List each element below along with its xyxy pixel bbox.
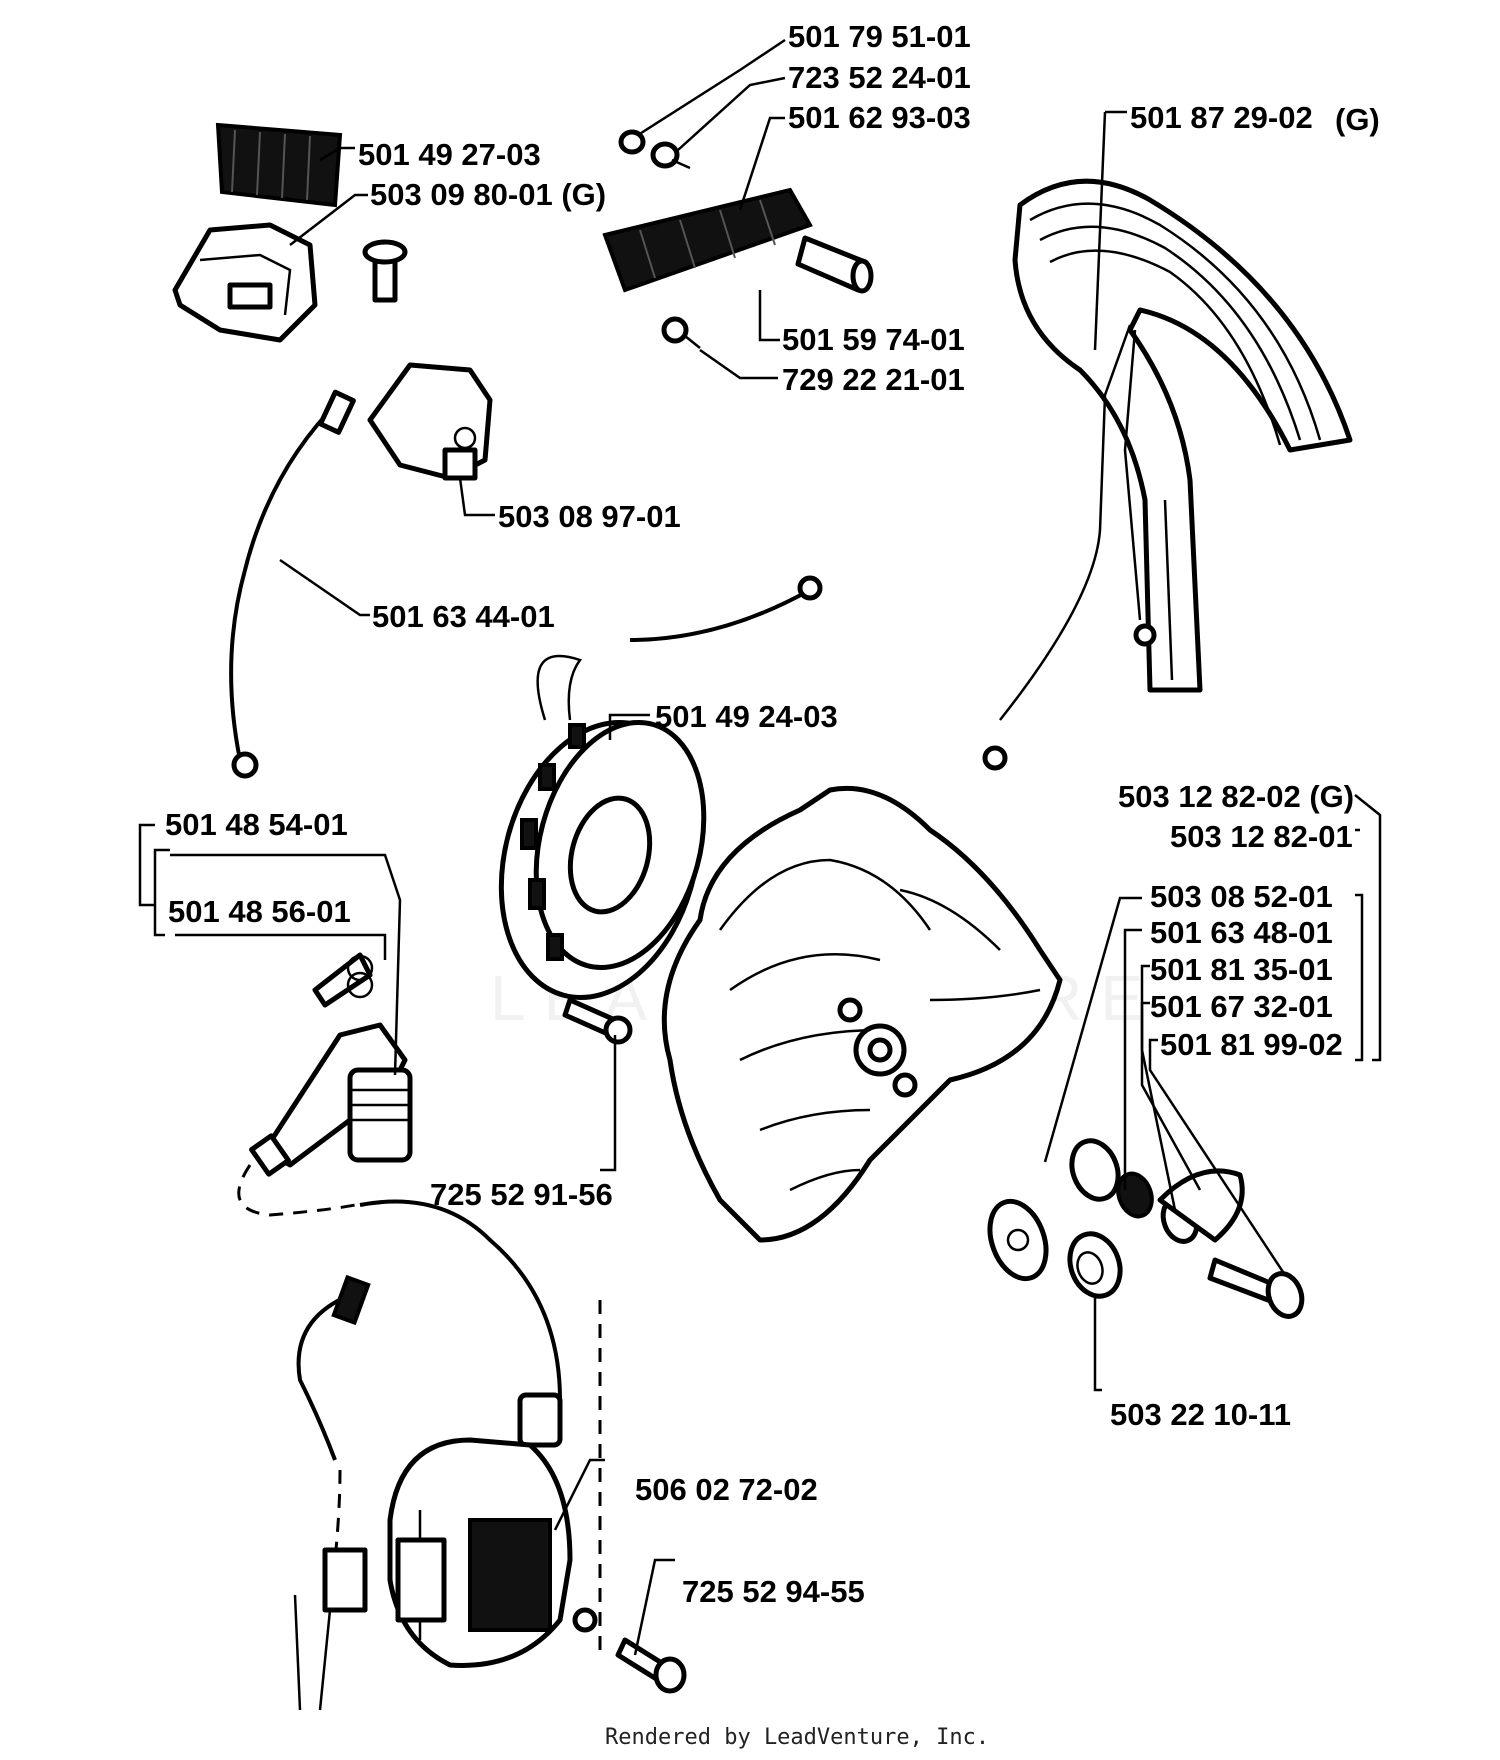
label-501-59-74-01: 501 59 74-01 <box>782 322 965 357</box>
label-501-63-44-01: 501 63 44-01 <box>372 599 555 634</box>
label-501-81-35-01: 501 81 35-01 <box>1150 952 1333 987</box>
label-501-63-48-01: 501 63 48-01 <box>1150 915 1333 950</box>
label-501-49-24-03: 501 49 24-03 <box>655 699 838 734</box>
part-503-08-97-01[interactable] <box>362 239 493 481</box>
part-503-09-80-01[interactable] <box>172 222 318 343</box>
label-503-08-52-01: 503 08 52-01 <box>1150 879 1333 914</box>
part-501-79-51-01[interactable] <box>618 129 646 155</box>
wire-lead <box>629 575 823 642</box>
fan-flywheel <box>661 785 1063 1243</box>
label-723-52-24-01: 723 52 24-01 <box>788 60 971 95</box>
part-501-48-54-01[interactable] <box>249 1022 413 1177</box>
label-501-81-99-02: 501 81 99-02 <box>1160 1027 1343 1062</box>
part-503-08-52-01[interactable] <box>1064 1134 1126 1205</box>
part-503-22-10-11[interactable] <box>1062 1227 1129 1304</box>
part-501-59-74-01[interactable] <box>795 235 874 294</box>
label-725-52-91-56: 725 52 91-56 <box>430 1177 613 1212</box>
part-washer-large <box>987 1198 1049 1282</box>
label-501-87-29-02-g: (G) <box>1335 102 1380 137</box>
leader-lines <box>138 38 1382 1711</box>
part-501-81-99-02[interactable] <box>1207 1257 1308 1321</box>
label-503-08-97-01: 503 08 97-01 <box>498 499 681 534</box>
part-729-22-21-01[interactable] <box>661 316 701 349</box>
part-501-62-93-03[interactable] <box>602 187 813 293</box>
ignition-lead-dashed <box>237 1164 356 1217</box>
part-723-52-24-01[interactable] <box>650 141 691 170</box>
label-501-49-27-03: 501 49 27-03 <box>358 137 541 172</box>
part-labels: 501 79 51-01 723 52 24-01 501 62 93-03 5… <box>165 19 1380 1609</box>
label-501-48-54-01: 501 48 54-01 <box>165 807 348 842</box>
part-501-63-48-01[interactable] <box>1112 1169 1157 1221</box>
part-725-52-91-56[interactable] <box>562 997 633 1045</box>
part-506-02-72-02[interactable] <box>296 1199 598 1668</box>
part-725-52-94-55[interactable] <box>615 1637 687 1694</box>
part-501-49-27-03[interactable] <box>215 122 343 208</box>
label-729-22-21-01: 729 22 21-01 <box>782 362 965 397</box>
label-501-79-51-01: 501 79 51-01 <box>788 19 971 54</box>
part-501-67-32-01[interactable] <box>1157 1168 1245 1243</box>
part-501-63-44-01[interactable] <box>229 389 356 779</box>
label-501-62-93-03: 501 62 93-03 <box>788 100 971 135</box>
label-501-87-29-02: 501 87 29-02 <box>1130 100 1313 135</box>
label-501-67-32-01: 501 67 32-01 <box>1150 989 1333 1024</box>
label-506-02-72-02: 506 02 72-02 <box>635 1472 818 1507</box>
label-503-09-80-01: 503 09 80-01 (G) <box>370 177 606 212</box>
footer-credit: Rendered by LeadVenture, Inc. <box>605 1725 989 1750</box>
label-725-52-94-55: 725 52 94-55 <box>682 1574 865 1609</box>
label-503-22-10-11: 503 22 10-11 <box>1110 1397 1291 1432</box>
label-501-48-56-01: 501 48 56-01 <box>168 894 351 929</box>
label-503-12-82-01: 503 12 82-01 <box>1170 819 1353 854</box>
part-501-48-56-01[interactable] <box>312 952 374 1008</box>
part-501-87-29-02[interactable] <box>982 178 1353 771</box>
label-503-12-82-02-g: 503 12 82-02 (G) <box>1118 779 1354 814</box>
part-501-49-24-03[interactable] <box>472 654 730 1020</box>
